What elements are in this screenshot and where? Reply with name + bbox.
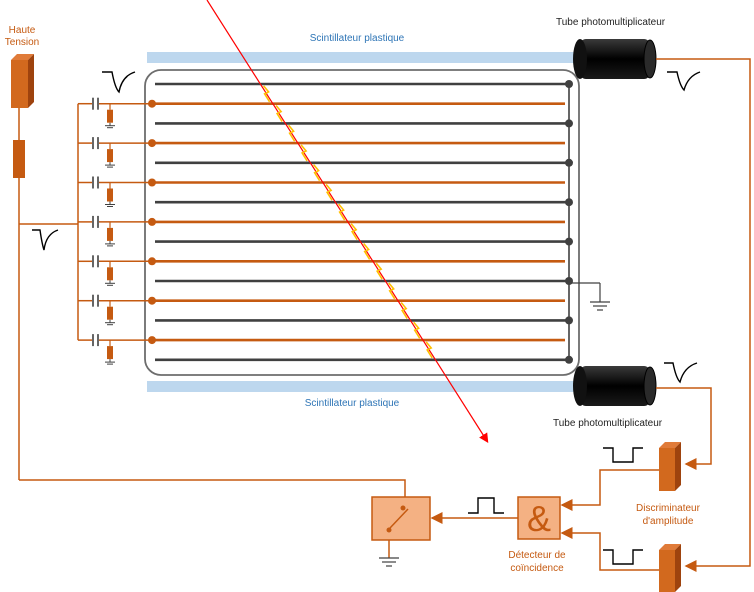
high-voltage-block (11, 54, 34, 108)
spark-icon (400, 302, 408, 319)
discriminator-upper (659, 442, 681, 491)
spark-icon (363, 242, 371, 260)
spark-icon (275, 105, 283, 122)
resistor-icon (107, 109, 113, 123)
ground-icon (105, 319, 115, 326)
pmt-top-label: Tube photomultiplicateur (556, 17, 666, 28)
capacitor-icon (92, 294, 99, 307)
capacitor-icon (92, 137, 99, 150)
ground-icon (105, 359, 115, 365)
spark-icon (338, 203, 346, 221)
square-pulse-icon-upper (603, 447, 643, 463)
particle-track (206, 0, 489, 444)
spark-icon (300, 144, 308, 162)
hv-resistor-icon (13, 140, 25, 178)
scintillator-top (147, 52, 575, 63)
ground-icon (105, 240, 115, 247)
spark-icon (375, 262, 383, 280)
pmt-bottom-wire (656, 387, 712, 470)
scintillator-bottom (147, 381, 575, 392)
capacitor-icon (92, 334, 99, 347)
electrode-node (148, 336, 156, 345)
electrode-network (77, 97, 150, 365)
sparks (262, 85, 433, 359)
discriminator-label-1: Discriminateur (636, 503, 701, 514)
capacitor-icon (92, 176, 99, 189)
electrode-node (148, 217, 156, 226)
ground-icon-switch (379, 540, 399, 567)
square-pulse-icon-lower (603, 549, 643, 565)
resistor-icon (107, 267, 113, 281)
coincidence-label-2: coïncidence (510, 563, 564, 574)
pulse-icon-top-left (102, 71, 136, 94)
electrode-node (148, 178, 156, 187)
resistor-icon (107, 346, 113, 360)
ground-icon (105, 201, 115, 207)
electrode-plates (148, 80, 573, 364)
coincidence-label-1: Détecteur de (508, 550, 566, 561)
pulse-icon-pmt-top (667, 71, 701, 92)
spark-icon (425, 341, 433, 359)
pulse-icon-hv (32, 229, 59, 251)
spark-icon (313, 164, 321, 182)
photomultiplier-icon-bottom (573, 366, 657, 406)
capacitor-icon (92, 255, 99, 268)
high-voltage-label-1: Haute (9, 25, 36, 36)
spark-icon (413, 321, 421, 339)
pmt-top-wire (656, 58, 751, 572)
spark-icon (262, 85, 271, 103)
discriminator-lower (659, 544, 681, 592)
electrode-node (148, 139, 156, 148)
ground-icon-right (568, 282, 610, 311)
pulse-icon-pmt-bottom (664, 362, 698, 384)
capacitor-icon (92, 215, 99, 228)
electrode-node (148, 99, 156, 108)
resistor-icon (107, 188, 113, 202)
resistor-icon (107, 306, 113, 320)
spark-icon (350, 223, 358, 241)
resistor-icon (107, 227, 113, 241)
scintillator-top-label: Scintillateur plastique (310, 33, 405, 44)
pmt-bottom-label: Tube photomultiplicateur (553, 418, 663, 429)
spark-icon (388, 282, 396, 300)
resistor-icon (107, 149, 113, 163)
and-symbol: & (527, 498, 551, 539)
ground-icon (105, 280, 115, 286)
high-voltage-label-2: Tension (5, 37, 39, 48)
electrode-node (148, 257, 156, 266)
photomultiplier-icon-top (573, 39, 657, 79)
discriminator-label-2: d'amplitude (643, 516, 694, 527)
electrode-node (148, 296, 156, 305)
and-gate-icon: & (517, 496, 561, 540)
square-pulse-icon-coincidence (468, 497, 504, 514)
ground-icon (105, 122, 115, 129)
ground-icon (105, 162, 115, 168)
scintillator-bottom-label: Scintillateur plastique (305, 398, 400, 409)
capacitor-icon (92, 97, 99, 110)
switch-icon (371, 496, 431, 541)
spark-icon (325, 183, 333, 201)
spark-icon (287, 124, 296, 142)
